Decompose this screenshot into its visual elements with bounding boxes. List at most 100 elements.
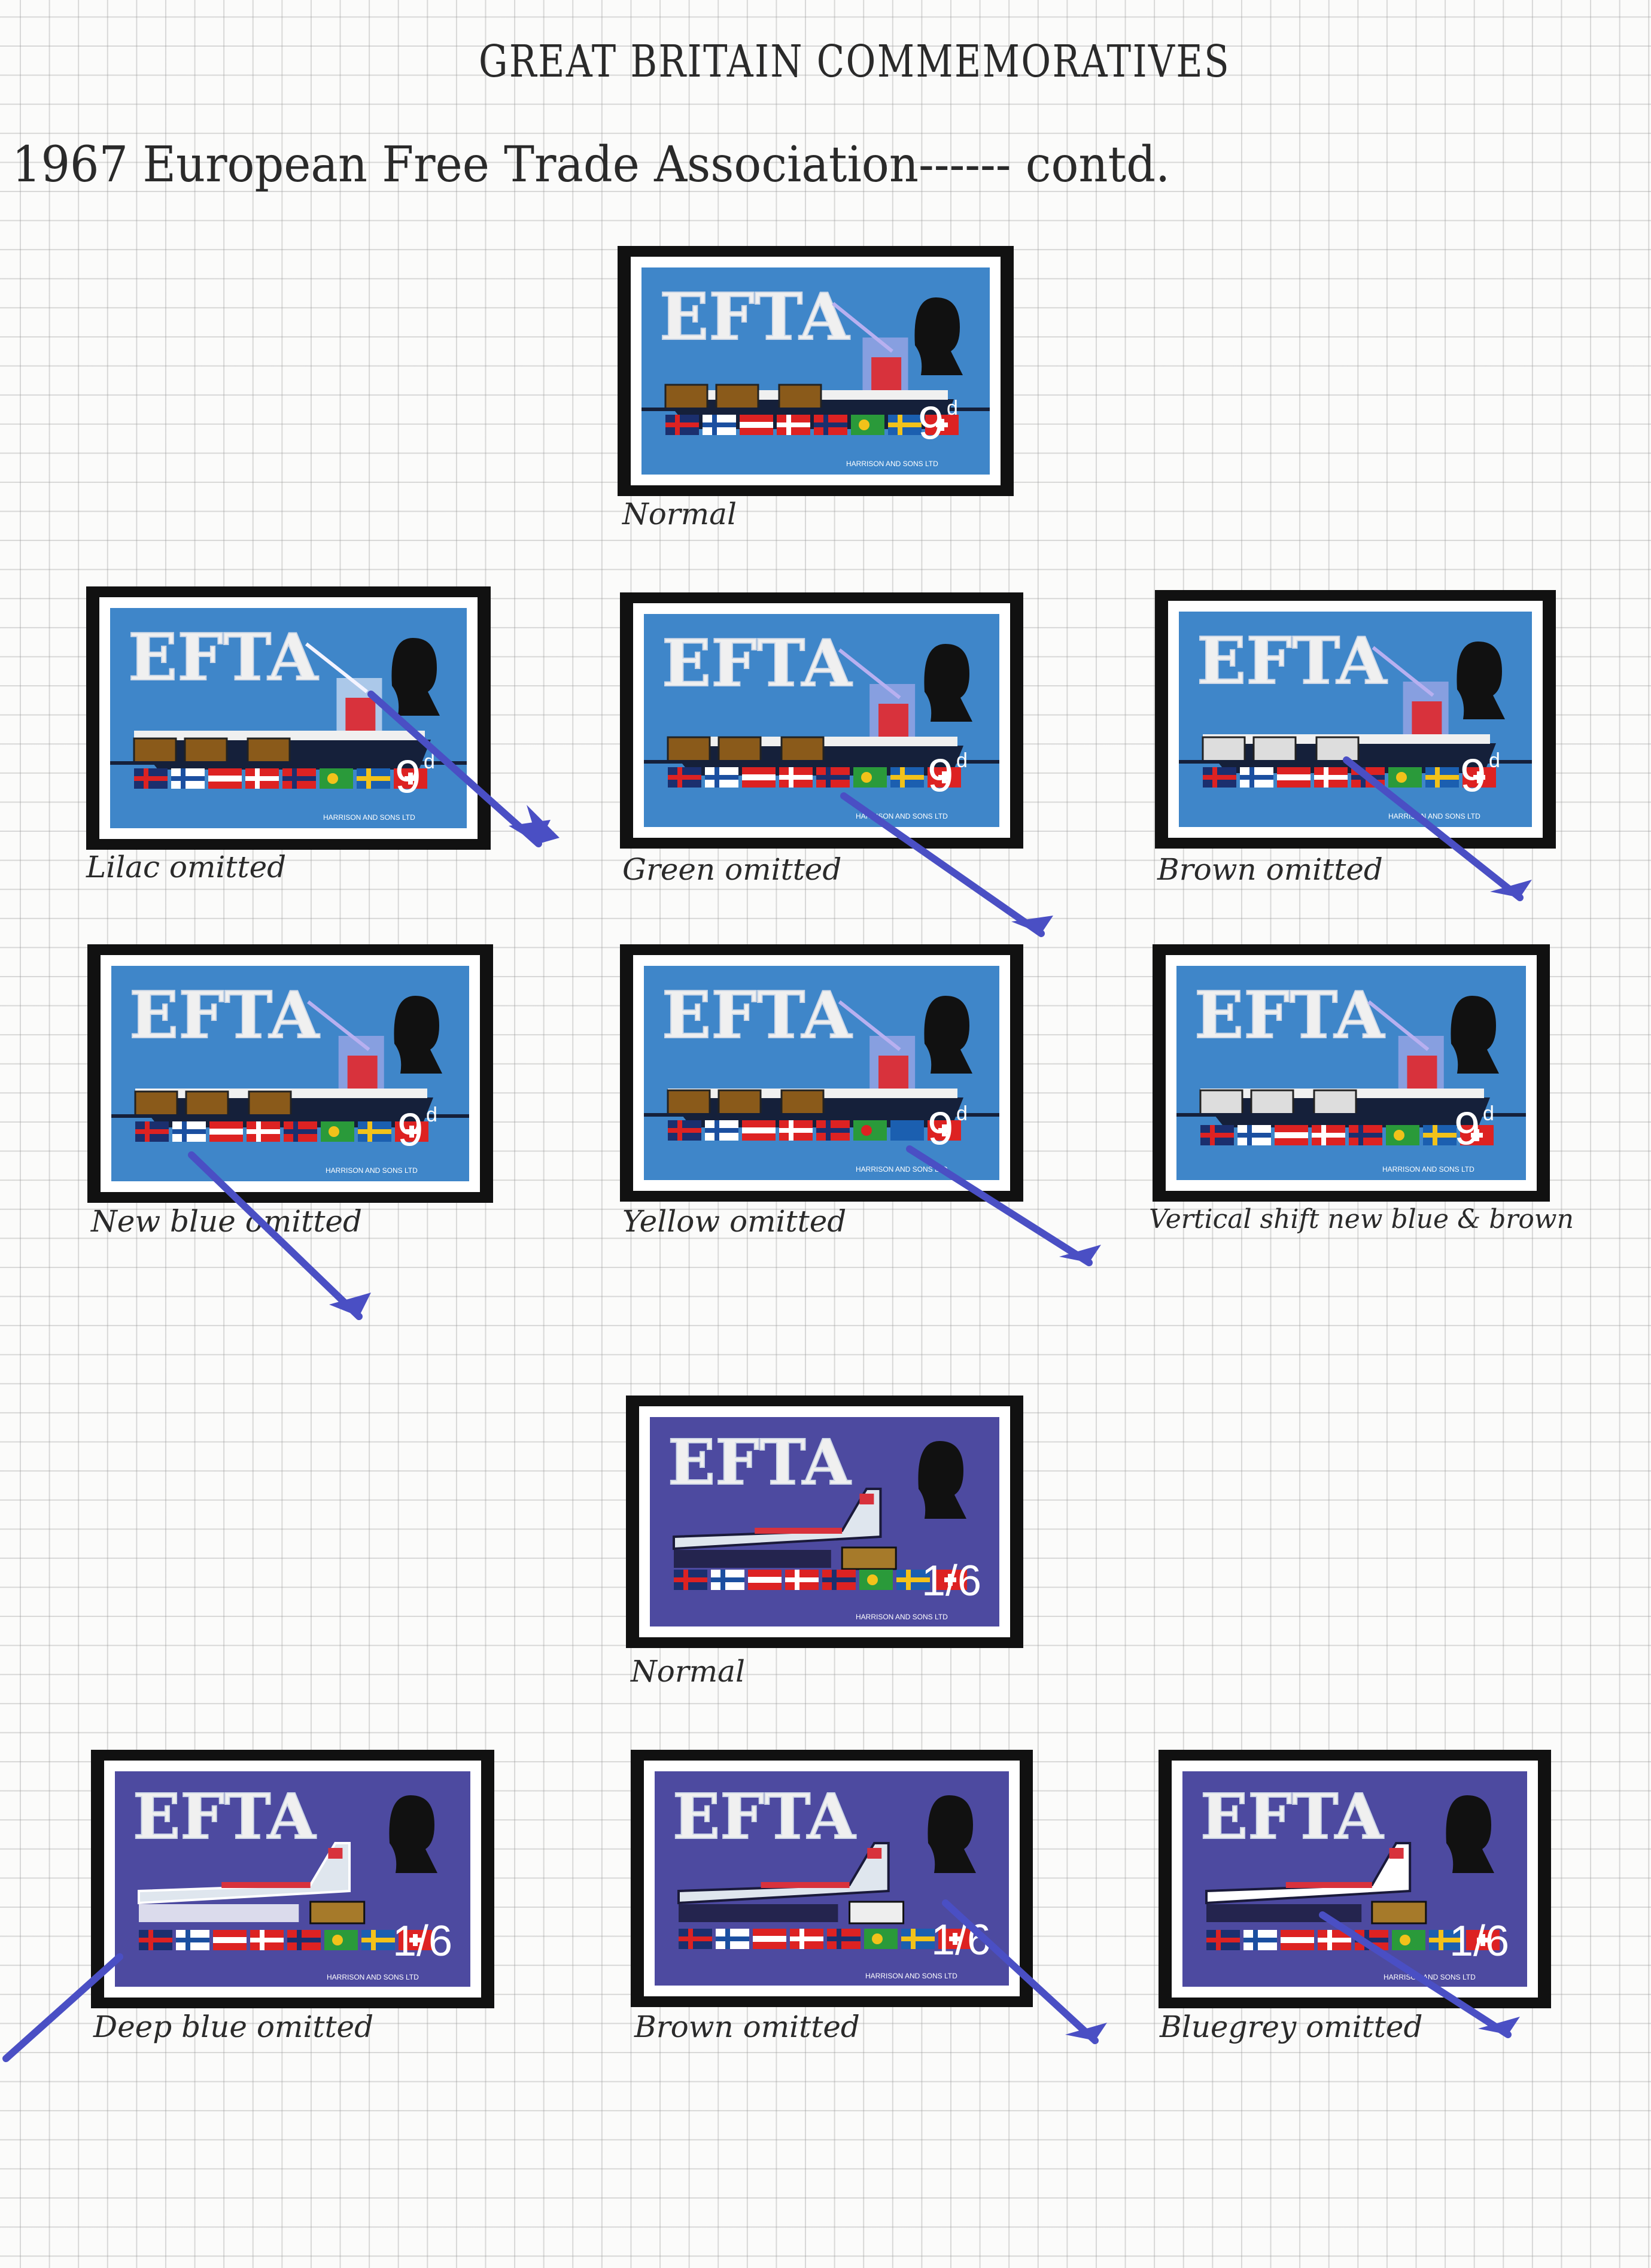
stamp-paper: EFTA 9 d HARRISON AND SONS LTD	[1168, 601, 1543, 838]
queen-head-icon	[924, 996, 972, 1074]
stamp-design: EFTA 1/6 HARRISON AND SONS LTD	[1182, 1771, 1527, 1987]
caption-green-omitted: Green omitted	[622, 852, 842, 887]
stamp-paper: EFTA 9 d HARRISON AND SONS LTD	[101, 955, 480, 1192]
queen-head-icon	[394, 996, 442, 1074]
value-9d: 9	[395, 750, 421, 802]
queen-head-icon	[389, 1795, 437, 1873]
pointer-arrow-group	[2, 691, 1532, 2062]
funnel	[345, 698, 376, 734]
value-9d: 9	[918, 396, 944, 449]
caption-yellow-omitted: Yellow omitted	[622, 1204, 847, 1239]
value-9d-sup: d	[1483, 1102, 1494, 1125]
imprint-text: HARRISON AND SONS LTD	[846, 460, 938, 468]
stamp-paper: EFTA 9 d HARRISON AND SONS LTD	[633, 955, 1010, 1191]
stamp-9d-lilac-omitted: EFTA 9 d HARRISON AND SONS LTD	[86, 586, 491, 850]
efta-lettering: EFTA	[659, 279, 850, 355]
stamp-design: EFTA 1/6 HARRISON AND SONS LTD	[650, 1417, 999, 1626]
stamp-design: EFTA 9 d HARRISON AND SONS LTD	[644, 966, 999, 1180]
caption-bluegrey-omitted: Bluegrey omitted	[1160, 2009, 1423, 2044]
stamp-paper: EFTA 1/6 HARRISON AND SONS LTD	[639, 1406, 1010, 1637]
stamp-paper: EFTA 1/6 HARRISON AND SONS LTD	[644, 1761, 1020, 1996]
stamp-9d-normal: EFTA 9 d HARRISON AND SONS LTD	[618, 246, 1014, 496]
stamp-design: EFTA 9 d HARRISON AND SONS LTD	[1176, 966, 1526, 1180]
value-9d: 9	[397, 1103, 423, 1156]
stamp-design: EFTA 1/6 HARRISON AND SONS LTD	[115, 1771, 470, 1987]
truck-icon	[849, 1901, 905, 1925]
value-9d-sup: d	[1489, 749, 1500, 772]
queen-head-icon	[1457, 642, 1505, 719]
queen-head-icon	[914, 297, 963, 375]
stamp-paper: EFTA 9 d HARRISON AND SONS LTD	[633, 603, 1010, 838]
efta-lettering: EFTA	[662, 978, 853, 1053]
airplane-icon	[673, 1488, 882, 1550]
cargo-boxes	[1202, 736, 1360, 762]
imprint-text: HARRISON AND SONS LTD	[865, 1972, 957, 1980]
queen-head-icon	[918, 1441, 966, 1519]
imprint-text: HARRISON AND SONS LTD	[1382, 1165, 1474, 1173]
stamp-design: EFTA 9 d HARRISON AND SONS LTD	[1179, 612, 1532, 827]
truck-icon	[1371, 1901, 1427, 1925]
efta-lettering: EFTA	[673, 1780, 856, 1853]
stamp-9d-brown-omitted: EFTA 9 d HARRISON AND SONS LTD	[1155, 590, 1556, 849]
cargo-boxes	[664, 384, 822, 410]
value-9d-sup: d	[956, 1102, 968, 1125]
value-9d-sup: d	[424, 750, 435, 773]
value-9d: 9	[1460, 749, 1486, 801]
stamp-paper: EFTA 1/6 HARRISON AND SONS LTD	[1172, 1761, 1538, 1998]
value-9d: 9	[928, 1102, 953, 1154]
stamp-design: EFTA 9 d HARRISON AND SONS LTD	[644, 614, 999, 827]
efta-lettering: EFTA	[1200, 1780, 1384, 1853]
stamp-9d-green-omitted: EFTA 9 d HARRISON AND SONS LTD	[620, 592, 1023, 849]
queen-head-icon	[391, 638, 440, 716]
caption-new-blue-omitted: New blue omitted	[91, 1204, 363, 1239]
caption-brown-omitted-9d: Brown omitted	[1157, 852, 1383, 887]
funnel	[871, 357, 902, 393]
stamp-paper: EFTA 1/6 HARRISON AND SONS LTD	[104, 1761, 481, 1998]
efta-lettering: EFTA	[128, 620, 319, 695]
efta-lettering: EFTA	[662, 626, 853, 701]
stamp-9d-vertical-shift: EFTA 9 d HARRISON AND SONS LTD	[1153, 944, 1550, 1202]
value-9d-sup: d	[426, 1103, 437, 1126]
page-title: GREAT BRITAIN COMMEMORATIVES	[479, 36, 1231, 87]
value-9d: 9	[1454, 1102, 1480, 1154]
queen-head-icon	[1451, 996, 1499, 1074]
queen-head-icon	[924, 644, 972, 722]
stamp-9d-new-blue-omitted: EFTA 9 d HARRISON AND SONS LTD	[87, 944, 493, 1203]
efta-lettering: EFTA	[129, 978, 320, 1053]
value-9d: 9	[928, 749, 953, 801]
airplane-icon	[1205, 1842, 1412, 1905]
value-9d-sup: d	[947, 397, 958, 419]
truck-icon	[841, 1546, 897, 1570]
funnel	[878, 704, 909, 740]
stamp-paper: EFTA 9 d HARRISON AND SONS LTD	[631, 257, 1001, 485]
stamp-design: EFTA 9 d HARRISON AND SONS LTD	[110, 608, 467, 828]
value-1s6: 1/6	[1449, 1917, 1509, 1965]
value-1s6: 1/6	[393, 1917, 452, 1965]
stamp-1s6-deep-blue-omitted: EFTA 1/6 HARRISON AND SONS LTD	[91, 1750, 494, 2008]
imprint-text: HARRISON AND SONS LTD	[327, 1973, 419, 1981]
efta-lettering: EFTA	[668, 1425, 852, 1499]
caption-brown-omitted-1s6: Brown omitted	[634, 2009, 860, 2044]
stamp-1s6-brown-omitted: EFTA 1/6 HARRISON AND SONS LTD	[631, 1750, 1033, 2007]
efta-lettering: EFTA	[133, 1780, 317, 1853]
imprint-text: HARRISON AND SONS LTD	[323, 813, 415, 822]
imprint-text: HARRISON AND SONS LTD	[326, 1166, 418, 1175]
page-subtitle: 1967 European Free Trade Association----…	[12, 136, 1170, 193]
stamp-paper: EFTA 9 d HARRISON AND SONS LTD	[1166, 955, 1537, 1191]
imprint-text: HARRISON AND SONS LTD	[1384, 1973, 1476, 1981]
value-1s6: 1/6	[922, 1557, 981, 1605]
funnel	[878, 1056, 909, 1092]
stamp-design: EFTA 1/6 HARRISON AND SONS LTD	[655, 1771, 1009, 1986]
caption-plane-normal: Normal	[631, 1654, 745, 1689]
stamp-9d-yellow-omitted: EFTA 9 d HARRISON AND SONS LTD	[620, 944, 1023, 1202]
imprint-text: HARRISON AND SONS LTD	[856, 1165, 948, 1173]
stamp-1s6-bluegrey-omitted: EFTA 1/6 HARRISON AND SONS LTD	[1159, 1750, 1551, 2008]
caption-vertical-shift: Vertical shift new blue & brown	[1149, 1204, 1574, 1235]
efta-lettering: EFTA	[1194, 978, 1385, 1053]
imprint-text: HARRISON AND SONS LTD	[856, 1613, 948, 1621]
airplane-icon	[138, 1842, 351, 1905]
truck-icon	[309, 1901, 366, 1925]
stamp-1s6-normal: EFTA 1/6 HARRISON AND SONS LTD	[626, 1396, 1023, 1648]
funnel	[347, 1056, 378, 1092]
